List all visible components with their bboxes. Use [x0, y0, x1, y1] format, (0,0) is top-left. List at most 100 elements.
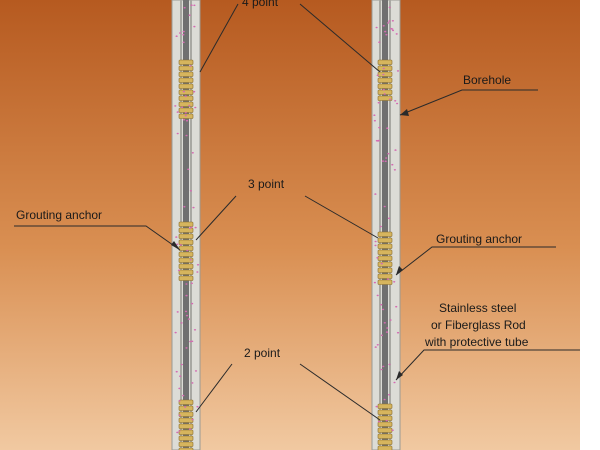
left-anchor-2-point: [178, 417, 194, 423]
grout-speck: [391, 163, 394, 166]
grout-speck: [184, 406, 187, 408]
right-anchor-3-point: [377, 255, 393, 261]
grout-speck: [175, 236, 178, 238]
leader-3point-right: [304, 195, 379, 239]
label-rod-line-2: or Fiberglass Rod: [431, 318, 526, 332]
grout-speck: [388, 20, 391, 22]
grout-speck: [377, 140, 380, 142]
leader-3point-left: [195, 195, 237, 241]
right-anchor-2-point: [377, 445, 393, 450]
grout-speck: [185, 347, 188, 349]
grout-speck: [382, 25, 385, 27]
grout-speck: [175, 370, 178, 373]
grout-speck: [385, 419, 388, 422]
grout-speck: [374, 244, 377, 247]
grout-speck: [193, 329, 197, 331]
label-rod-line-3: with protective tube: [424, 335, 529, 349]
grout-speck: [189, 259, 192, 261]
grout-speck: [182, 90, 185, 93]
leader-grouting-right: [395, 246, 556, 276]
grout-speck: [178, 400, 181, 402]
left-anchor-3-point: [178, 263, 194, 269]
grout-speck: [182, 33, 185, 36]
grout-speck: [190, 226, 193, 229]
right-tube-wall: [379, 0, 381, 450]
grout-speck: [394, 149, 397, 151]
grout-speck: [386, 278, 389, 280]
grout-speck: [188, 428, 192, 430]
left-anchor-4-point: [178, 83, 194, 89]
left-anchor-3-point: [178, 227, 194, 233]
grout-speck: [180, 363, 183, 366]
grout-speck: [186, 249, 189, 252]
grout-speck: [176, 311, 179, 313]
grout-speck: [174, 331, 177, 334]
grout-speck: [388, 6, 391, 9]
grout-speck: [184, 111, 187, 114]
grout-speck: [384, 160, 387, 163]
grout-speck: [387, 152, 390, 155]
right-anchor-3-point: [377, 249, 393, 255]
left-anchor-2-point: [178, 423, 194, 429]
grout-speck: [176, 243, 179, 246]
grout-speck: [188, 227, 191, 230]
soil-background: [0, 0, 580, 450]
label-3-point: 3 point: [248, 177, 285, 191]
left-anchor-2-point: [178, 411, 194, 417]
grout-speck: [185, 294, 188, 297]
left-anchor-3-point: [178, 239, 194, 245]
grout-speck: [377, 420, 381, 423]
grout-speck: [393, 381, 396, 384]
grout-speck: [178, 32, 182, 34]
grout-speck: [391, 29, 395, 32]
grout-speck: [376, 74, 379, 77]
left-anchor-4-point: [178, 89, 194, 95]
grout-speck: [393, 281, 396, 283]
grout-speck: [177, 269, 181, 272]
grout-speck: [176, 111, 179, 113]
grout-speck: [183, 205, 186, 208]
grout-speck: [383, 205, 386, 208]
right-anchor-4-point: [377, 77, 393, 83]
right-anchor-4-point: [377, 59, 393, 65]
grout-speck: [180, 322, 183, 324]
left-anchor-4-point: [178, 107, 194, 113]
grout-speck: [176, 132, 179, 135]
grout-speck: [394, 100, 397, 102]
grout-speck: [181, 106, 184, 109]
grout-speck: [385, 157, 388, 159]
grout-speck: [374, 346, 377, 348]
grout-speck: [388, 98, 392, 101]
grout-speck: [383, 398, 386, 401]
left-anchor-3-point: [178, 257, 194, 263]
grout-speck: [383, 322, 386, 324]
grout-speck: [178, 430, 181, 432]
grout-speck: [384, 30, 387, 33]
grout-speck: [377, 101, 380, 104]
leader-rod: [395, 349, 580, 381]
right-rod: [382, 0, 388, 450]
right-anchor-3-point: [377, 237, 393, 243]
left-anchor-2-point: [178, 435, 194, 441]
grout-speck: [389, 319, 392, 321]
grout-speck: [376, 344, 379, 346]
left-anchor-2-point: [178, 441, 194, 447]
leader-2point-right: [299, 363, 381, 421]
grout-speck: [376, 257, 379, 259]
grout-speck: [176, 431, 179, 434]
grout-speck: [184, 114, 187, 117]
left-anchor-3-point: [178, 275, 194, 281]
grout-speck: [380, 368, 383, 371]
grout-speck: [385, 33, 388, 36]
leader-grouting-left: [14, 225, 181, 251]
grout-speck: [179, 244, 182, 246]
grout-speck: [388, 363, 391, 366]
grout-speck: [193, 90, 196, 93]
right-anchor-3-point: [377, 243, 393, 249]
grout-speck: [182, 394, 185, 397]
grout-speck: [182, 118, 186, 121]
grout-speck: [374, 193, 377, 195]
grout-speck: [189, 190, 192, 192]
grout-speck: [182, 30, 185, 33]
grout-speck: [183, 6, 186, 9]
